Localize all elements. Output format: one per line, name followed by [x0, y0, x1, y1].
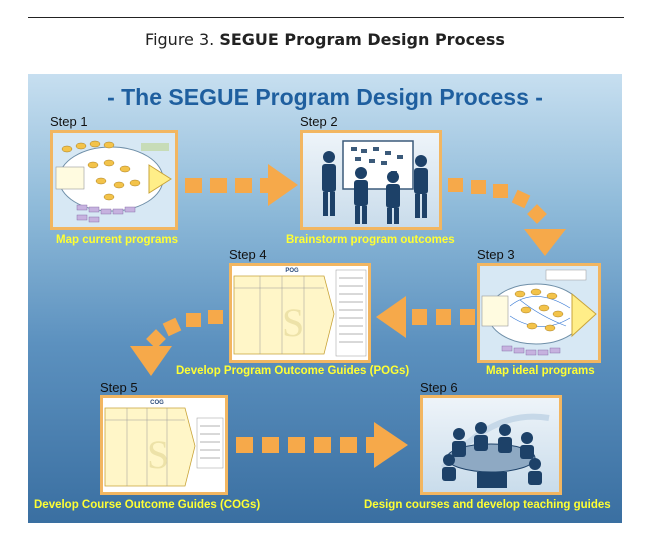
top-rule — [28, 17, 624, 18]
step-2-description: Brainstorm program outcomes — [286, 234, 455, 246]
step-5-thumbnail: COG S — [100, 395, 228, 495]
caption-title: SEGUE Program Design Process — [219, 30, 505, 49]
meeting-table-icon — [440, 413, 550, 488]
step-6-description: Design courses and develop teaching guid… — [364, 499, 611, 511]
cog-title: COG — [150, 400, 164, 406]
pog-title: POG — [285, 268, 299, 274]
step-5-description: Develop Course Outcome Guides (COGs) — [34, 499, 261, 511]
current-program-map-icon — [55, 140, 172, 223]
step-1-label: Step 1 — [50, 114, 88, 129]
step-3-description: Map ideal programs — [486, 365, 595, 377]
step-4-label: Step 4 — [229, 247, 267, 262]
pog-document-icon: S — [233, 269, 367, 357]
flow-arrows — [130, 164, 566, 468]
brainstorm-people-icon — [322, 140, 428, 224]
caption-prefix: Figure 3. — [145, 30, 220, 49]
arrow-step2-to-step3 — [448, 178, 566, 256]
step-1-description: Map current programs — [56, 234, 179, 246]
svg-text:S: S — [147, 432, 169, 477]
arrow-step5-to-step6 — [236, 422, 408, 468]
step-1-thumbnail — [50, 130, 178, 230]
step-2-label: Step 2 — [300, 114, 338, 129]
svg-text:S: S — [282, 300, 304, 345]
arrow-step3-to-step4 — [376, 296, 475, 338]
arrow-step1-to-step2 — [185, 164, 298, 206]
step-3-label: Step 3 — [477, 247, 515, 262]
step-6-thumbnail — [420, 395, 562, 495]
process-diagram: - The SEGUE Program Design Process - — [28, 74, 622, 523]
cog-document-icon: S — [104, 407, 224, 487]
step-2-thumbnail — [300, 130, 442, 230]
step-4-description: Develop Program Outcome Guides (POGs) — [176, 365, 410, 377]
ideal-program-map-icon — [481, 269, 597, 356]
step-3-thumbnail — [477, 263, 601, 363]
step-6-label: Step 6 — [420, 380, 458, 395]
step-4-thumbnail: POG S — [229, 263, 371, 363]
arrow-step4-to-step5 — [130, 310, 223, 376]
step-5-label: Step 5 — [100, 380, 138, 395]
diagram-title: - The SEGUE Program Design Process - — [107, 84, 543, 110]
figure-caption: Figure 3. SEGUE Program Design Process — [0, 30, 650, 49]
